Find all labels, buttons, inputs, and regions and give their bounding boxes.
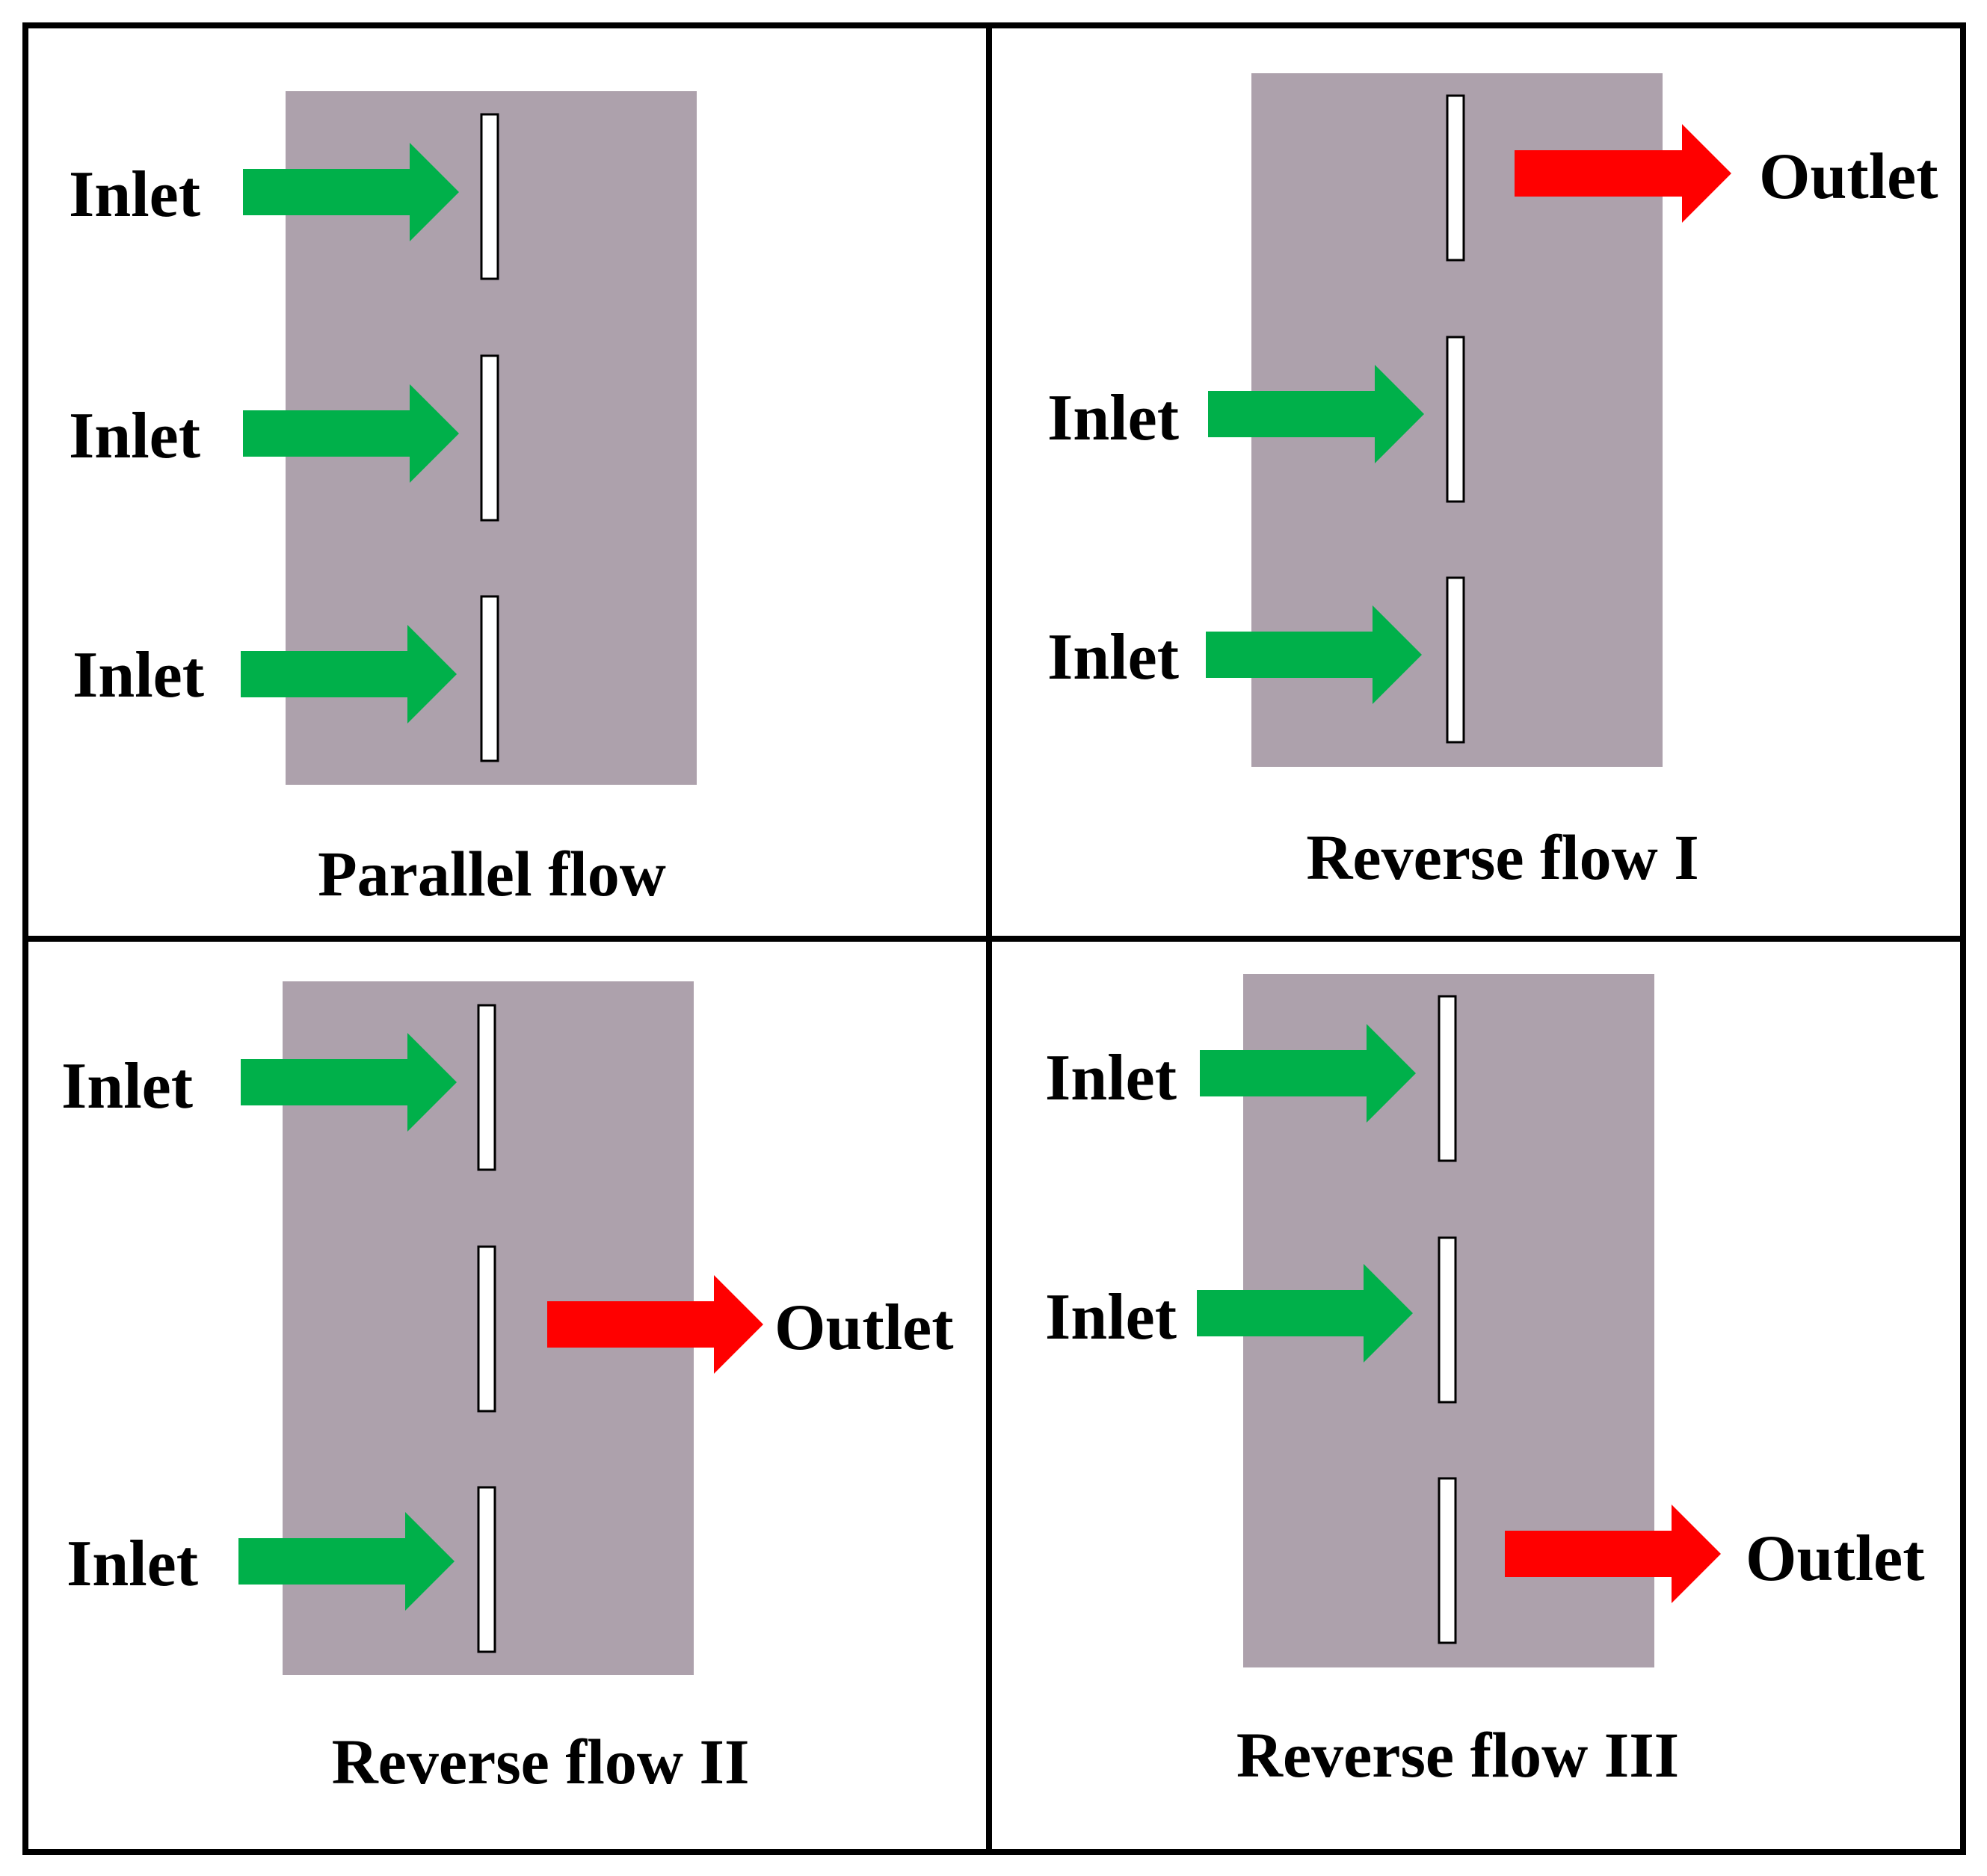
port-label: Inlet (1047, 621, 1179, 694)
slot (477, 1245, 496, 1413)
slot (1446, 94, 1465, 262)
slot (480, 354, 499, 522)
inlet-arrow (1206, 605, 1422, 704)
port-label: Inlet (67, 1528, 198, 1600)
port-label: Outlet (1746, 1522, 1925, 1595)
outlet-arrow (1505, 1505, 1721, 1603)
panel-caption: Reverse flow III (1236, 1719, 1679, 1791)
inlet-arrow (243, 384, 459, 483)
outlet-arrow (1515, 124, 1731, 223)
port-label: Outlet (1759, 141, 1938, 213)
slot (477, 1004, 496, 1171)
slot (480, 595, 499, 762)
inlet-arrow (1208, 365, 1424, 463)
inlet-arrow (238, 1512, 455, 1611)
inlet-arrow (1197, 1264, 1413, 1363)
inlet-arrow (241, 1033, 457, 1132)
panel-caption: Reverse flow II (332, 1726, 750, 1798)
panel-reverse-flow-iii: Inlet Inlet Outlet Reverse flow III (1045, 974, 1925, 1791)
slot (1446, 336, 1465, 503)
slot (480, 113, 499, 280)
outlet-arrow (547, 1275, 763, 1374)
port-label: Inlet (1045, 1281, 1177, 1354)
port-label: Inlet (1045, 1042, 1177, 1114)
panel-caption: Parallel flow (318, 838, 666, 910)
inlet-arrow (243, 143, 459, 241)
slot (1438, 1236, 1457, 1404)
slot (1438, 1477, 1457, 1644)
slot (477, 1486, 496, 1653)
port-label: Inlet (61, 1050, 193, 1123)
inlet-arrow (241, 625, 457, 723)
panel-reverse-flow-i: Outlet Inlet Inlet Reverse flow I (1047, 73, 1938, 893)
port-label: Inlet (69, 158, 200, 231)
panel-parallel-flow: Inlet Inlet Inlet Parallel flow (69, 91, 697, 910)
port-label: Inlet (69, 400, 200, 472)
panel-reverse-flow-ii: Inlet Outlet Inlet Reverse flow II (61, 981, 954, 1798)
inlet-arrow (1200, 1024, 1416, 1123)
port-label: Inlet (1047, 382, 1179, 454)
port-label: Outlet (774, 1292, 954, 1364)
port-label: Inlet (73, 639, 204, 712)
slot (1446, 576, 1465, 744)
panel-caption: Reverse flow I (1306, 821, 1698, 893)
slot (1438, 995, 1457, 1162)
